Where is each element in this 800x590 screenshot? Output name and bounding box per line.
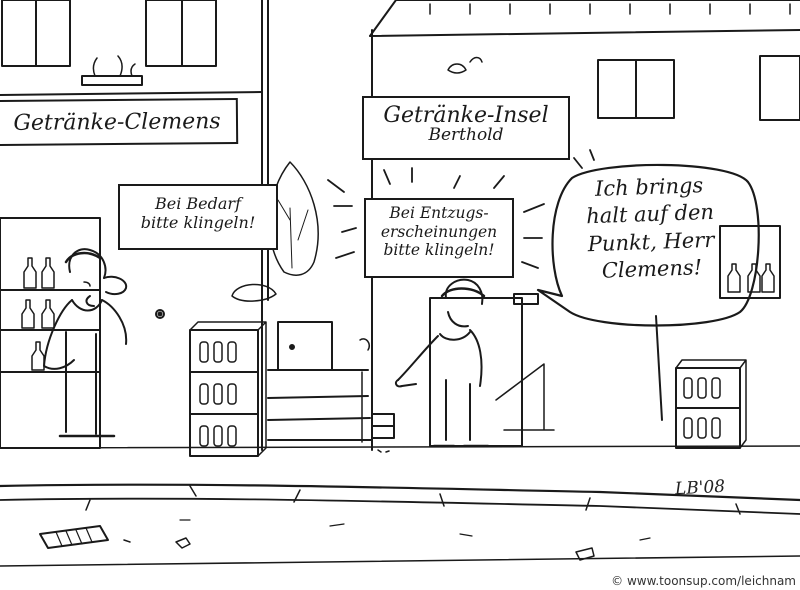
excitement-rays	[327, 149, 595, 269]
shop-sign-insel-title: Getränke-Insel	[383, 103, 549, 128]
shop-sign-insel-subtitle: Berthold	[428, 125, 504, 146]
crate-stack-right	[675, 359, 747, 449]
courtyard	[267, 321, 395, 453]
notice-sign-entzug-line3: bitte klingeln!	[383, 241, 495, 260]
left-building	[0, 0, 269, 451]
notice-sign-entzug: Bei Entzugs- erscheinungen bitte klingel…	[364, 198, 514, 278]
notice-sign-entzug-line2: erscheinungen	[380, 222, 498, 241]
crate-stack-left	[189, 321, 267, 457]
speech-bubble-outline	[536, 163, 760, 327]
artist-signature: LB'08	[674, 476, 726, 500]
man-clemens	[43, 248, 128, 438]
notice-sign-bedarf-line1: Bei Bedarf	[154, 194, 241, 213]
speech-bubble: Ich brings halt auf den Punkt, Herr Clem…	[553, 159, 748, 324]
notice-sign-entzug-line1: Bei Entzugs-	[389, 204, 489, 222]
shop-sign-insel: Getränke-Insel Berthold	[362, 96, 570, 160]
sidewalk	[0, 445, 800, 567]
notice-sign-bedarf-line2: bitte klingeln!	[140, 213, 256, 233]
shop-sign-clemens: Getränke-Clemens	[0, 97, 239, 147]
copyright-notice: © www.toonsup.com/leichnam	[611, 574, 796, 588]
shop-sign-clemens-text: Getränke-Clemens	[13, 109, 221, 136]
speech-line1: Ich brings	[594, 173, 704, 201]
man-berthold	[394, 278, 490, 448]
notice-sign-bedarf: Bei Bedarf bitte klingeln!	[118, 184, 278, 250]
speech-line4: Clemens!	[601, 255, 703, 283]
